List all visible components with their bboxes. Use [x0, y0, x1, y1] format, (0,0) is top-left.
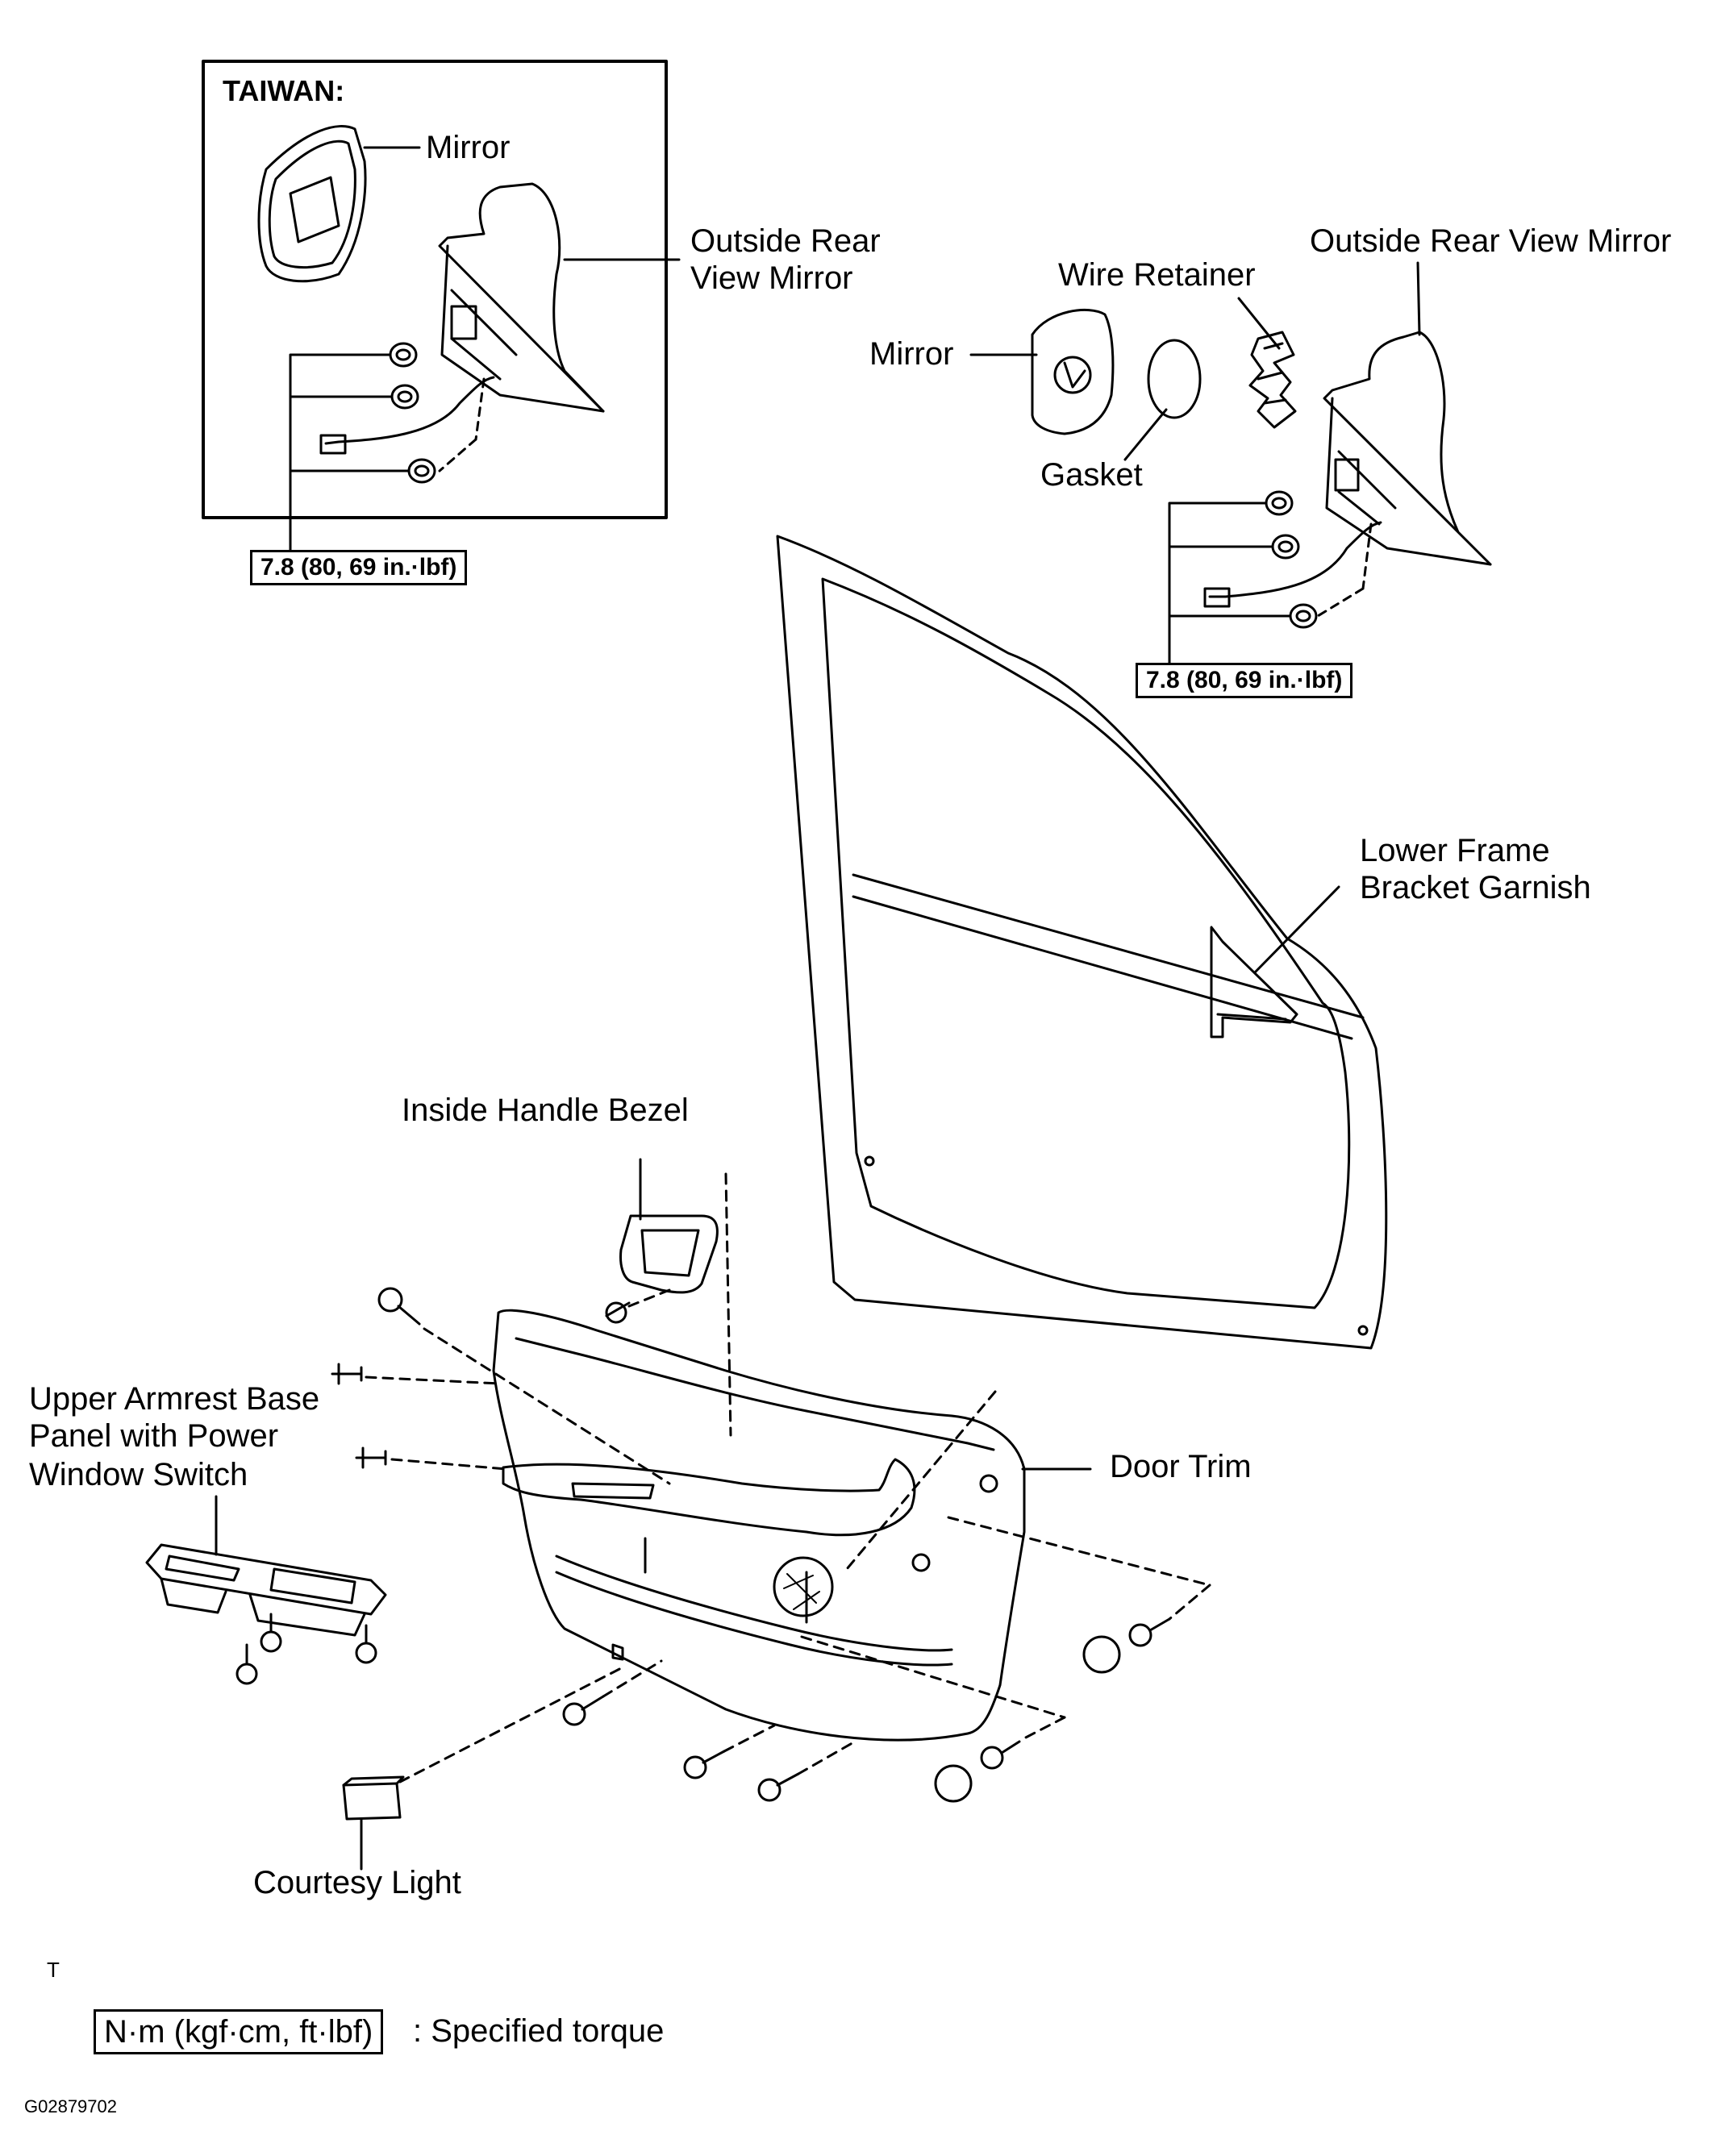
inset-outside-mirror-label-line2: View Mirror	[690, 260, 853, 296]
lower-frame-label-line1: Lower Frame	[1360, 833, 1550, 868]
inset-mirror-label: Mirror	[426, 130, 511, 165]
upper-armrest-label-line3: Window Switch	[29, 1457, 248, 1492]
main-connector	[1203, 587, 1231, 608]
inset-nut-1	[389, 342, 418, 368]
armrest-screw-2	[260, 1613, 282, 1653]
figure-id: G02879702	[24, 2096, 117, 2116]
main-nut-3	[1289, 603, 1318, 629]
screw-right-lower	[980, 1740, 1021, 1770]
inset-wire	[324, 376, 495, 445]
legend-marker: T	[47, 1958, 60, 1982]
armrest-screw-1	[235, 1643, 258, 1685]
mirror-glass	[1031, 309, 1115, 435]
inset-nut-2	[390, 384, 419, 410]
courtesy-light	[342, 1775, 405, 1821]
screw-bezel	[605, 1301, 631, 1324]
screw-top-left	[377, 1287, 421, 1326]
screw-bottom-mid	[683, 1750, 726, 1779]
upper-armrest-label-line2: Panel with Power	[29, 1418, 279, 1454]
inset-nut-3	[407, 458, 436, 484]
inset-torque-spec: 7.8 (80, 69 in.·lbf)	[250, 550, 468, 585]
inset-outside-mirror	[438, 182, 605, 413]
inset-outside-mirror-label-line1: Outside Rear	[690, 223, 881, 259]
armrest-screw-3	[355, 1624, 377, 1664]
inset-torque-leader	[289, 353, 392, 555]
clip-left-2	[355, 1446, 387, 1469]
lower-frame-leader	[1253, 885, 1340, 974]
courtesy-light-label: Courtesy Light	[253, 1865, 461, 1900]
outside-mirror-leader	[1416, 261, 1421, 336]
main-nut-1	[1265, 490, 1294, 516]
screw-right-upper	[1128, 1617, 1171, 1647]
legend-unit-text: : Specified torque	[413, 2013, 665, 2049]
outside-mirror-label: Outside Rear View Mirror	[1310, 223, 1672, 259]
lower-frame-bracket-garnish	[1210, 926, 1298, 1038]
inset-title: TAIWAN:	[223, 74, 345, 107]
main-torque-leader	[1168, 502, 1268, 664]
gasket-label: Gasket	[1040, 457, 1143, 493]
screw-bottom-left	[562, 1695, 605, 1726]
inside-handle-bezel-label: Inside Handle Bezel	[402, 1093, 689, 1128]
outside-rear-view-mirror	[1323, 331, 1492, 566]
gasket-leader	[1123, 408, 1168, 461]
wire-retainer	[1248, 331, 1297, 429]
cap-right-upper	[1082, 1635, 1121, 1674]
main-nut-2	[1271, 534, 1300, 560]
upper-armrest-label-line1: Upper Armrest Base	[29, 1381, 320, 1417]
inset-connector	[319, 434, 347, 455]
screw-bottom-right	[757, 1772, 800, 1802]
door-frame	[776, 535, 1388, 1350]
main-wire	[1208, 521, 1382, 598]
inset-mirror-glass	[257, 125, 367, 283]
mirror-label: Mirror	[869, 336, 954, 372]
wire-retainer-leader	[1237, 297, 1281, 350]
wire-retainer-label: Wire Retainer	[1058, 257, 1256, 293]
legend-unit-box: N·m (kgf·cm, ft·lbf)	[94, 2009, 384, 2054]
clip-left-1	[331, 1363, 363, 1385]
inside-handle-bezel	[619, 1214, 719, 1294]
main-torque-spec: 7.8 (80, 69 in.·lbf)	[1136, 663, 1353, 698]
door-trim-label: Door Trim	[1110, 1449, 1252, 1484]
taiwan-inset-frame	[202, 60, 668, 519]
gasket	[1147, 339, 1202, 419]
door-trim	[492, 1309, 1026, 1742]
upper-armrest-base-panel	[145, 1543, 387, 1637]
lower-frame-label-line2: Bracket Garnish	[1360, 870, 1591, 905]
cap-right-lower	[934, 1764, 973, 1803]
